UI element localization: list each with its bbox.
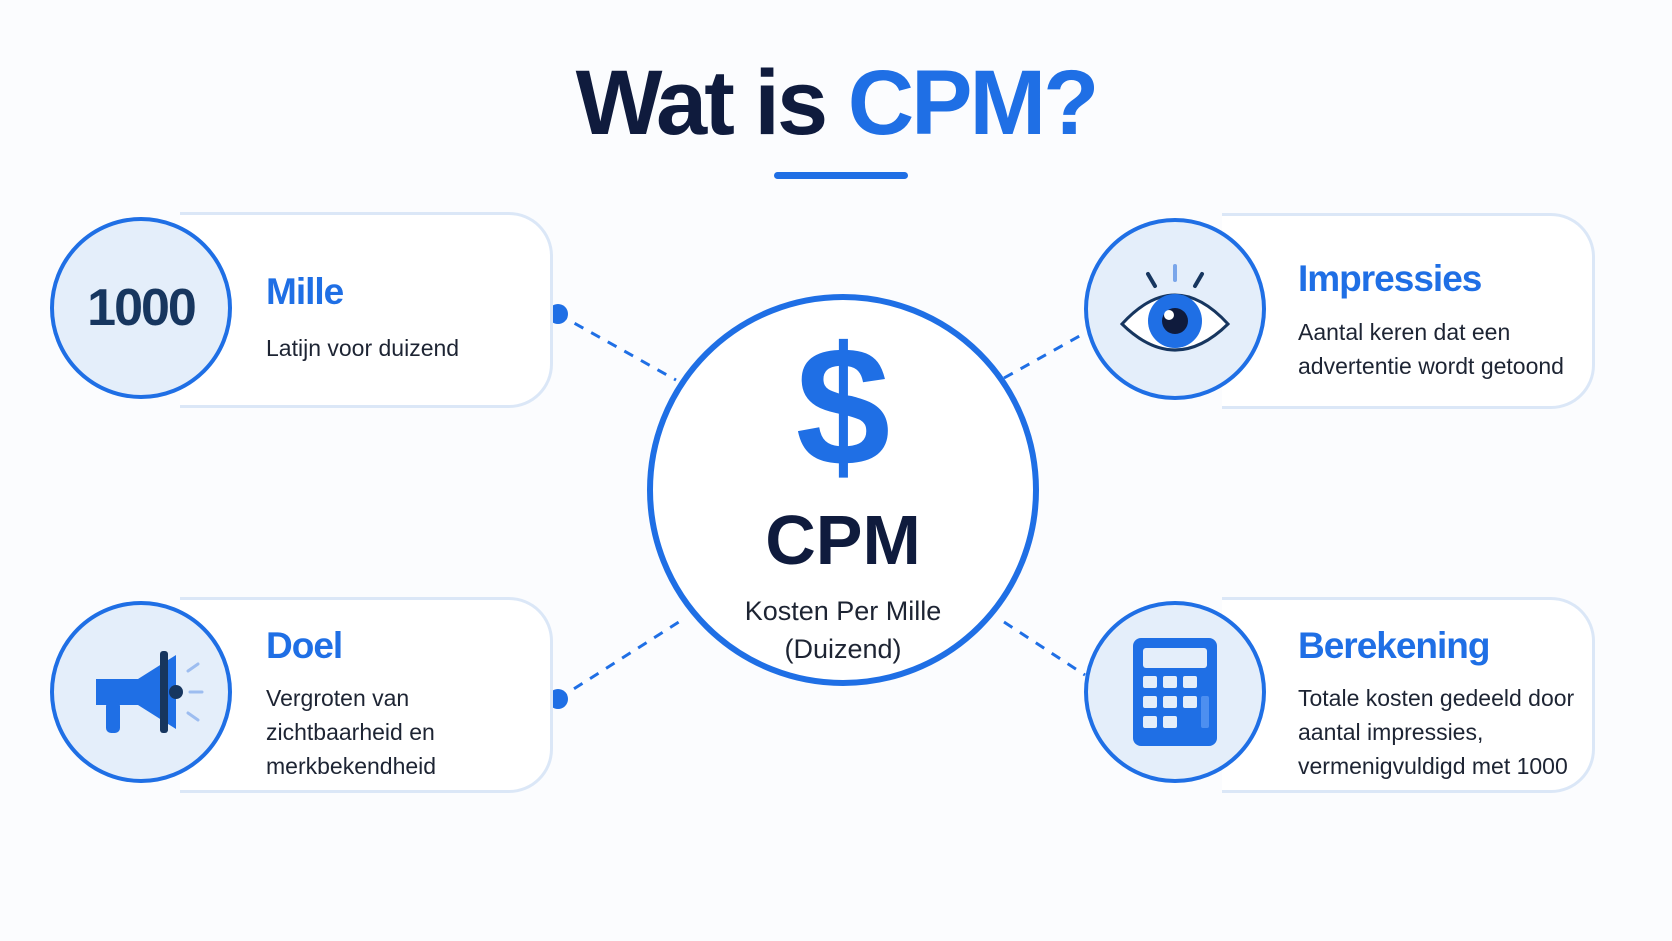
card-title-impressies: Impressies (1298, 258, 1482, 299)
card-line: Latijn voor duizend (266, 335, 460, 361)
card-title-berekening: Berekening (1298, 625, 1491, 666)
dollar-sign-icon: $ (795, 312, 891, 502)
card-line: Vergroten van (266, 685, 410, 711)
card-text-doel: Vergroten van zichtbaarheid en merkbeken… (266, 681, 586, 783)
badge-mille: 1000 (50, 217, 232, 399)
connector-dot-doel (548, 689, 568, 709)
card-line: merkbekendheid (266, 753, 437, 779)
badge-berekening (1084, 601, 1266, 783)
eye-icon (1119, 264, 1231, 352)
card-mille (180, 212, 553, 408)
card-line: aantal impressies, (1298, 719, 1484, 745)
page-title: Wat is CPM? (0, 48, 1672, 158)
connector-doel (557, 618, 683, 701)
center-subtitle: Kosten Per Mille (Duizend) (653, 592, 1033, 668)
card-text-mille: Latijn voor duizend (266, 331, 586, 365)
card-berekening (1222, 597, 1595, 793)
center-circle: $ CPM Kosten Per Mille (Duizend) (647, 294, 1039, 686)
center-subtitle-line: Kosten Per Mille (744, 596, 942, 626)
card-title-doel: Doel (266, 625, 343, 666)
connector-impressies (1003, 331, 1086, 380)
card-text-berekening: Totale kosten gedeeld door aantal impres… (1298, 681, 1618, 783)
badge-impressies (1084, 218, 1266, 400)
card-impressies (1222, 213, 1595, 409)
megaphone-icon (96, 651, 204, 733)
card-line: advertentie wordt getoond (1298, 353, 1564, 379)
card-title-mille: Mille (266, 271, 344, 312)
title-underline (774, 172, 908, 179)
badge-doel (50, 601, 232, 783)
center-title: CPM (765, 501, 921, 579)
title-prefix: Wat is (575, 52, 848, 154)
card-line: zichtbaarheid en (266, 719, 435, 745)
connector-mille (557, 312, 677, 382)
card-line: vermenigvuldigd met 1000 (1298, 753, 1568, 779)
card-doel (180, 597, 553, 793)
badge-number: 1000 (87, 279, 197, 337)
connector-dot-mille (548, 304, 568, 324)
card-text-impressies: Aantal keren dat een advertentie wordt g… (1298, 315, 1618, 383)
center-subtitle-line: (Duizend) (784, 634, 902, 664)
card-line: Aantal keren dat een (1298, 319, 1511, 345)
card-line: Totale kosten gedeeld door (1298, 685, 1575, 711)
title-accent: CPM? (847, 52, 1100, 154)
calculator-icon (1133, 638, 1217, 746)
connector-berekening (1003, 620, 1086, 677)
